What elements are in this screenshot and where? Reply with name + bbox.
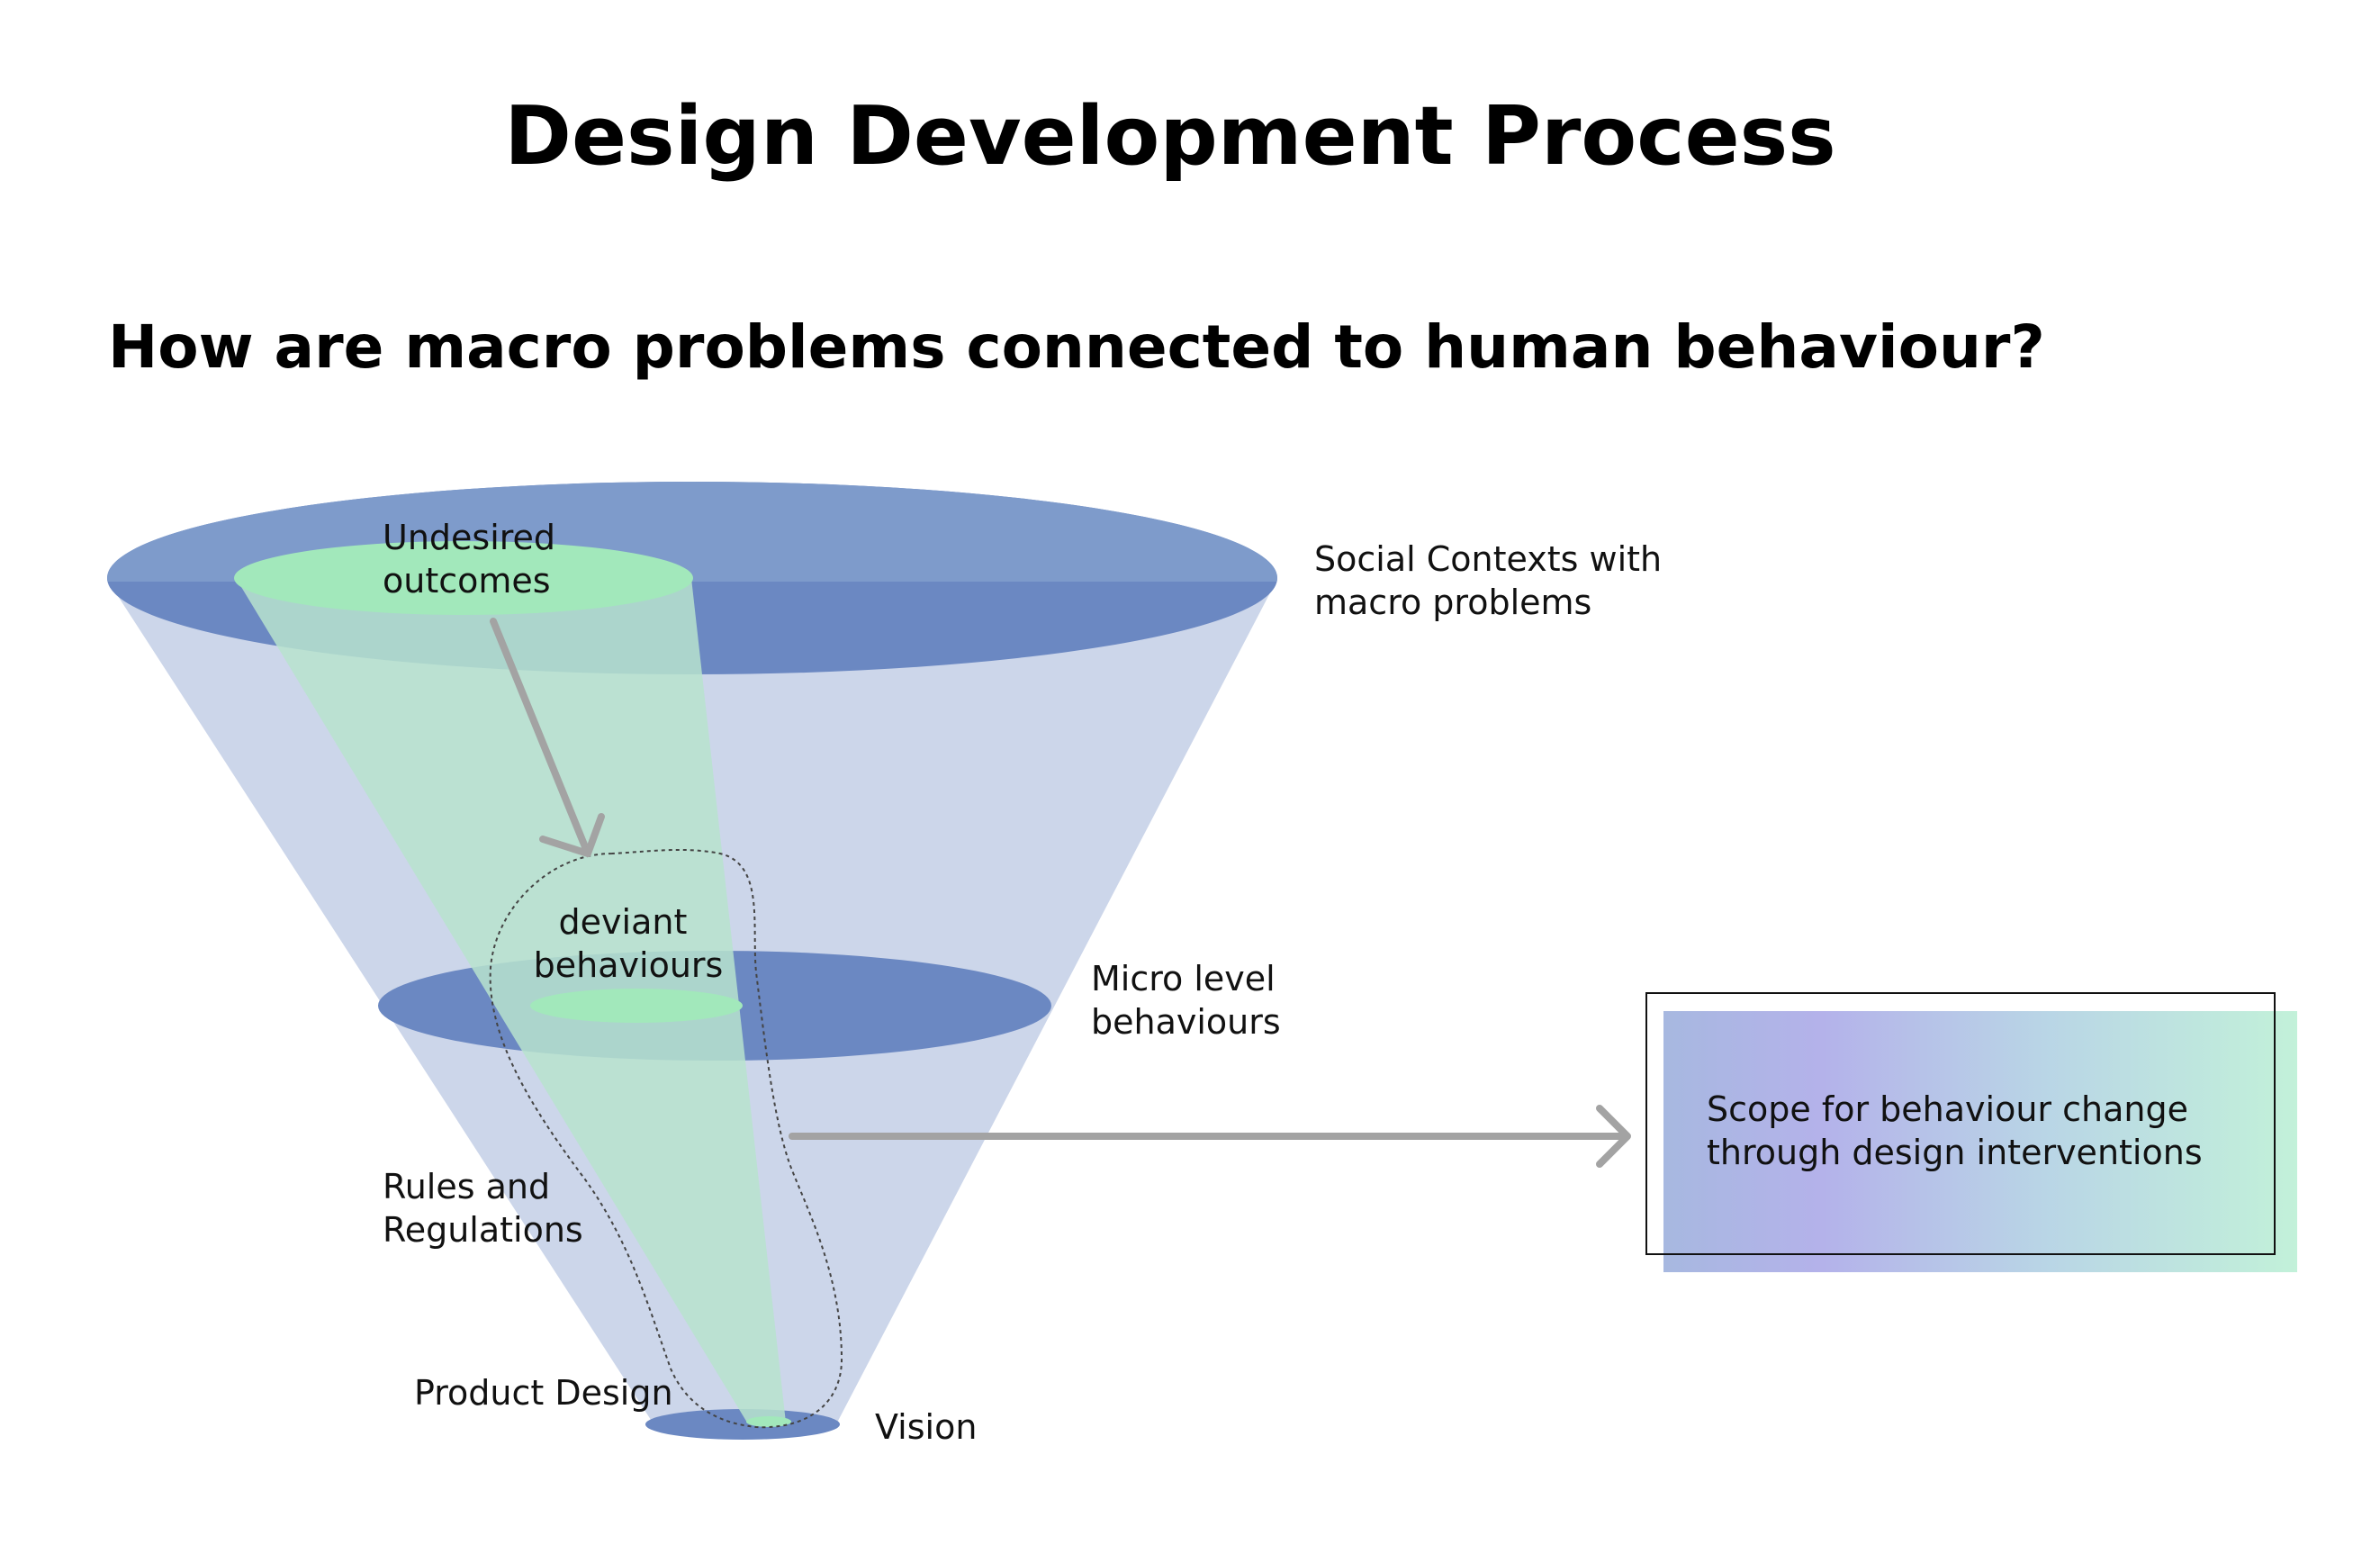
arrow-head-down [539, 813, 605, 857]
arrow-head-right [1596, 1105, 1631, 1168]
vision-green-ellipse [746, 1416, 791, 1427]
deviant-behaviours-label: deviant behaviours [534, 902, 724, 985]
green-cone [236, 578, 786, 1423]
page-title: Design Development Process [504, 89, 1836, 184]
undesired-outcomes-label: Undesired outcomes [383, 518, 566, 601]
rules-regulations-label: Rules and Regulations [383, 1167, 583, 1250]
arrow-outcomes-to-behaviours [490, 618, 591, 857]
product-design-label: Product Design [414, 1373, 673, 1413]
page-subtitle: How are macro problems connected to huma… [108, 312, 2045, 382]
scope-box-fill [1663, 1011, 2297, 1272]
deviant-behaviours-ellipse [530, 989, 743, 1023]
dotted-outline [489, 848, 843, 1429]
scope-box-outline [1645, 992, 2276, 1255]
scope-box-label: Scope for behaviour change through desig… [1707, 1089, 2203, 1172]
micro-level-label: Micro level behaviours [1091, 959, 1286, 1042]
social-contexts-label: Social Contexts with macro problems [1314, 539, 1672, 622]
undesired-outcomes-ellipse [234, 541, 693, 615]
vision-label: Vision [875, 1407, 977, 1447]
